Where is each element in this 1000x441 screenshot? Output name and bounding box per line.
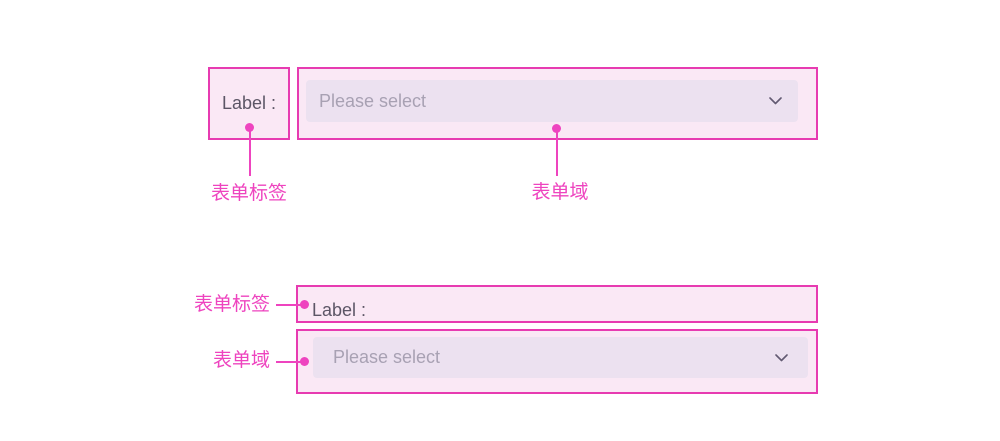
- annotation-caption-field: 表单域: [212, 350, 270, 371]
- connector-dot: [245, 123, 254, 132]
- field-overlay-box: Please select: [296, 329, 818, 394]
- connector-dot: [300, 300, 309, 309]
- field-overlay-box: Please select: [297, 67, 818, 140]
- connector-line: [249, 128, 251, 176]
- select-placeholder: Please select: [333, 347, 441, 367]
- label-overlay-box: Label :: [296, 285, 818, 323]
- connector-dot: [552, 124, 561, 133]
- select-field[interactable]: Please select: [306, 80, 798, 122]
- annotation-caption-label: 表单标签: [210, 183, 288, 204]
- connector-line: [276, 304, 302, 306]
- chevron-down-icon: [769, 97, 782, 105]
- form-label: Label :: [221, 93, 277, 113]
- select-placeholder: Please select: [319, 90, 427, 111]
- annotation-caption-field: 表单域: [531, 182, 589, 203]
- connector-dot: [300, 357, 309, 366]
- connector-line: [276, 361, 302, 363]
- form-label: Label :: [312, 300, 367, 320]
- connector-line: [556, 129, 558, 176]
- select-field[interactable]: Please select: [313, 337, 808, 378]
- annotation-caption-label: 表单标签: [193, 294, 270, 315]
- chevron-down-icon: [775, 353, 788, 362]
